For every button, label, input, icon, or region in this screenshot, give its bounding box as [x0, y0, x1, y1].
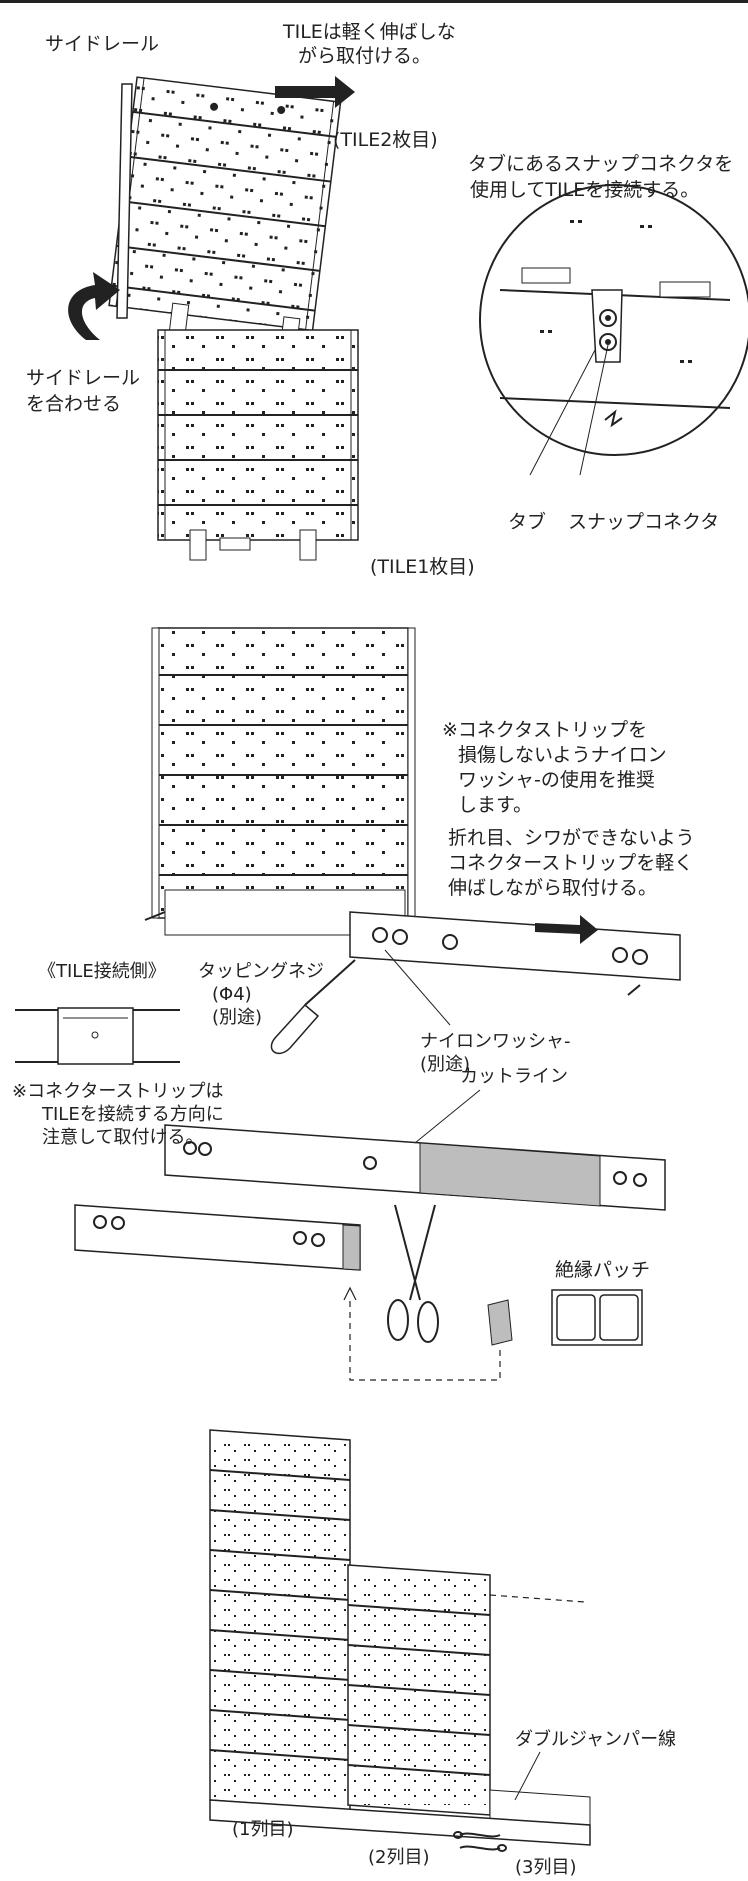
top-rule	[0, 0, 748, 3]
side-rail	[116, 83, 133, 319]
direction-note-line3: 注意して取付ける。	[42, 1127, 204, 1148]
column-1-label: (1列目)	[232, 1819, 294, 1840]
bottom-strip	[209, 1799, 591, 1846]
patch-piece	[487, 1299, 513, 1346]
double-jumper-wire-icon	[453, 1831, 507, 1852]
insulation-patch-icon	[551, 1289, 643, 1346]
direction-note-line1: ※コネクターストリップは	[12, 1081, 224, 1102]
nylon-note-line3: ワッシャ-の使用を推奨	[458, 769, 655, 791]
snap-leader	[579, 344, 609, 476]
crease-note-line2: コネクターストリップを軽く	[448, 852, 694, 874]
tile-side-label: 《TILE接続側》	[38, 961, 166, 982]
cut-line-label: カットライン	[460, 1066, 568, 1087]
right-arrow-2-icon	[535, 915, 598, 944]
column-2-label: (2列目)	[368, 1847, 430, 1868]
screwdriver-icon	[270, 959, 356, 1055]
nylon-note-line1: ※コネクタストリップを	[442, 719, 648, 741]
nylon-note-line2: 損傷しないようナイロン	[458, 744, 667, 766]
washer-label-line1: ナイロンワッシャ-	[420, 1031, 571, 1052]
connector-strip-long	[164, 1124, 666, 1211]
match-rail-line1: サイドレール	[26, 367, 141, 389]
main-panel	[151, 627, 416, 936]
tile-side-schematic	[15, 1007, 180, 1065]
tile-2-panel	[108, 76, 342, 350]
tile-1-panel	[157, 329, 359, 561]
column-3-label: (3列目)	[515, 1857, 577, 1878]
detail-zoom-circle	[479, 184, 748, 456]
column-1-panels	[209, 1429, 351, 1811]
scissors-icon	[387, 1204, 439, 1343]
tile2-label: (TILE2枚目)	[333, 129, 438, 151]
crease-note-line3: 伸ばしながら取付ける。	[448, 877, 658, 899]
snap-connector-label: スナップコネクタ	[568, 511, 720, 533]
screw-label-line3: (別途)	[212, 1007, 263, 1028]
column-3-outline	[489, 1594, 591, 1831]
screw-label-line1: タッピングネジ	[198, 961, 324, 982]
washer-leader	[384, 949, 451, 1026]
nylon-note-line4: します。	[458, 794, 533, 816]
match-rail-line2: を合わせる	[26, 393, 122, 415]
cut-line-leader	[414, 1089, 481, 1144]
screw-label-line2: (Φ4)	[212, 984, 252, 1005]
direction-note-line2: TILEを接続する方向に	[42, 1104, 224, 1125]
right-arrow-icon	[275, 76, 355, 108]
insulation-patch-label: 絶縁パッチ	[555, 1259, 651, 1281]
connector-strip-mounted	[349, 911, 681, 981]
snap-note-line2: 使用してTILEを接続する。	[470, 179, 700, 201]
double-jumper-label: ダブルジャンパー線	[515, 1729, 677, 1750]
washer-label-line2: (別途)	[420, 1054, 471, 1075]
column-2-panels	[347, 1564, 491, 1816]
crease-note-line1: 折れ目、シワができないよう	[448, 827, 695, 849]
stretch-note-line1: TILEは軽く伸ばしな	[283, 21, 456, 43]
stretch-note-line2: がら取付ける。	[298, 45, 432, 67]
side-rail-label: サイドレール	[45, 33, 160, 55]
snap-note-line1: タブにあるスナップコネクタを	[468, 153, 734, 175]
curved-arrow-icon	[68, 272, 120, 340]
tab-leader	[529, 349, 596, 476]
jumper-leader	[514, 1751, 541, 1801]
dashed-guide	[349, 1298, 501, 1381]
tile1-label: (TILE1枚目)	[370, 556, 475, 578]
connector-strip-short	[74, 1204, 361, 1271]
tab-label: タブ	[508, 511, 547, 533]
